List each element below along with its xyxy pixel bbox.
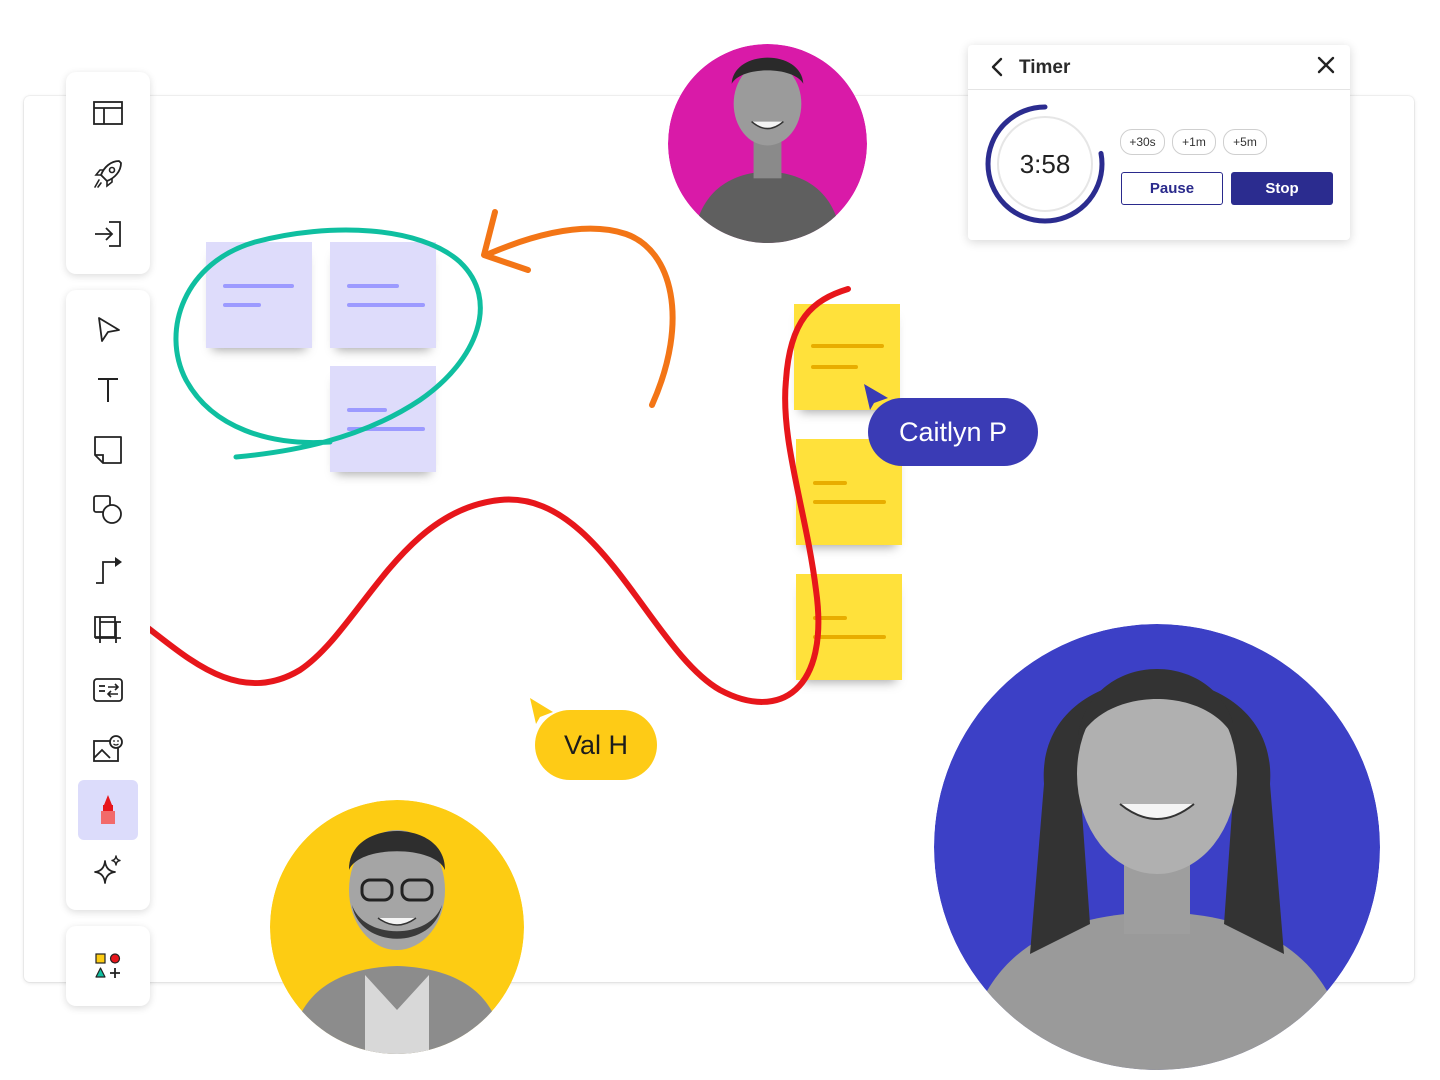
- rocket-tool[interactable]: [78, 146, 138, 202]
- toolbar-bottom: [66, 926, 150, 1006]
- chevron-left-icon[interactable]: [988, 55, 1008, 79]
- import-icon: [95, 221, 121, 247]
- layout-tool[interactable]: [78, 86, 138, 142]
- marker-tool[interactable]: [78, 780, 138, 840]
- avatar-participant-top: [668, 44, 867, 243]
- sticky-note-yellow-3[interactable]: [796, 574, 902, 680]
- timer-panel: Timer 3:58 +30s +1m +5m Pause Stop: [968, 45, 1350, 240]
- sticky-note-yellow-1[interactable]: [794, 304, 900, 410]
- shapes-tool[interactable]: [78, 482, 138, 538]
- select-arrow-icon: [98, 317, 120, 342]
- add-1m-button[interactable]: +1m: [1172, 129, 1216, 155]
- shapes-library-tool[interactable]: [78, 938, 138, 994]
- collaborator-cursor-val: Val H: [535, 710, 657, 780]
- sticky-note-icon: [94, 436, 122, 464]
- connector-line-icon: [96, 557, 122, 584]
- sticky-note-purple-1[interactable]: [206, 242, 312, 348]
- shapes-icon: [93, 495, 122, 524]
- timer-progress-ring: [985, 104, 1105, 224]
- marker-icon: [101, 795, 115, 824]
- pause-button[interactable]: Pause: [1121, 172, 1223, 205]
- sticky-note-purple-3[interactable]: [330, 366, 436, 472]
- timer-title: Timer: [1019, 57, 1071, 78]
- select-tool[interactable]: [78, 302, 138, 358]
- timer-countdown: 3:58: [1019, 148, 1071, 179]
- add-5m-button[interactable]: +5m: [1223, 129, 1267, 155]
- collaborator-cursor-caitlyn: Caitlyn P: [868, 398, 1038, 466]
- layout-icon: [93, 101, 123, 125]
- avatar-participant-right: [934, 624, 1380, 1070]
- image-icon: [93, 735, 123, 762]
- close-icon[interactable]: [1314, 53, 1338, 77]
- ai-sparkle-tool[interactable]: [78, 842, 138, 898]
- rocket-icon: [94, 160, 122, 188]
- sticky-note-tool[interactable]: [78, 422, 138, 478]
- connector-tool[interactable]: [78, 542, 138, 598]
- add-30s-button[interactable]: +30s: [1120, 129, 1165, 155]
- text-tool[interactable]: [78, 362, 138, 418]
- image-tool[interactable]: [78, 722, 138, 778]
- frame-tool[interactable]: [78, 602, 138, 658]
- card-icon: [93, 678, 123, 702]
- sparkle-icon: [94, 855, 121, 884]
- frame-icon: [94, 616, 121, 643]
- stop-button[interactable]: Stop: [1231, 172, 1333, 205]
- toolbar-main: [66, 290, 150, 910]
- timer-header: Timer: [968, 45, 1350, 90]
- card-tool[interactable]: [78, 662, 138, 718]
- shapes-add-icon: [95, 953, 121, 978]
- toolbar-top: [66, 72, 150, 274]
- sticky-note-purple-2[interactable]: [330, 242, 436, 348]
- import-tool[interactable]: [78, 206, 138, 262]
- avatar-participant-left: [270, 800, 524, 1054]
- text-icon: [98, 378, 118, 402]
